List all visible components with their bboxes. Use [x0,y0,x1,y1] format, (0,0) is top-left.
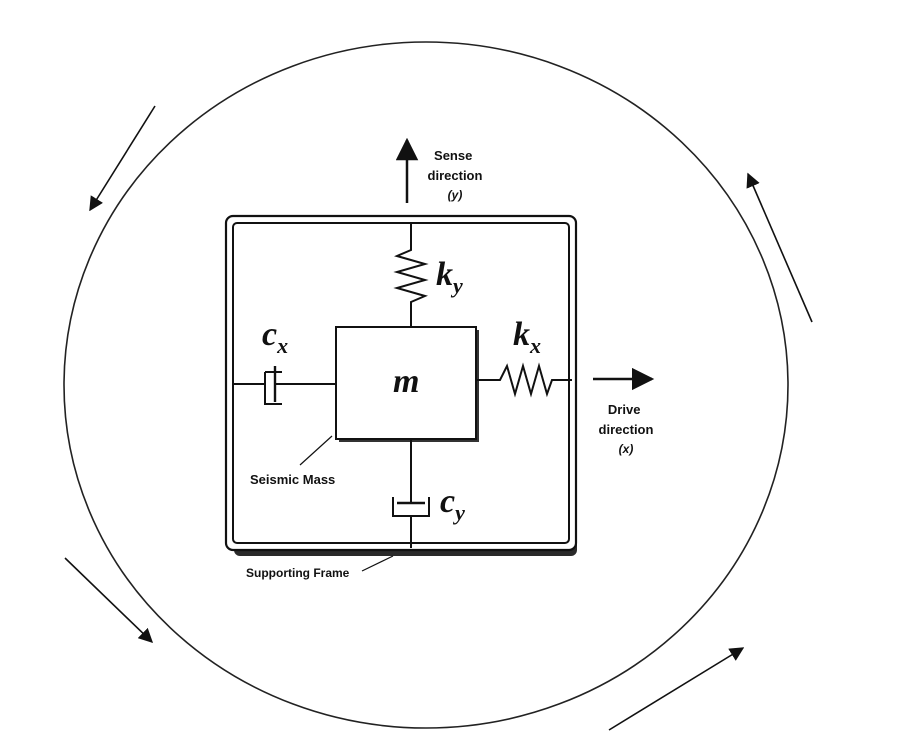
seismic-mass-label: Seismic Mass [250,472,335,487]
cx-label: cx [262,316,288,358]
seismic-mass-block [335,326,479,442]
drive-axis-label: (x) [619,442,634,456]
damper-cx [233,366,336,405]
sense-direction-label: Sense direction [428,148,483,183]
kx-label: kx [513,316,541,358]
ky-label: ky [436,256,463,298]
mass-symbol: m [393,363,419,400]
rotation-arrow-top-left [89,105,156,212]
drive-direction-label: Drive direction [599,402,654,437]
rotation-circle [63,41,789,729]
damper-cy [392,439,430,548]
spring-kx [476,362,572,398]
spring-ky [393,223,429,327]
supporting-frame-leader [361,555,394,572]
supporting-frame-label: Supporting Frame [246,566,350,580]
rotation-arrow-bottom-left [64,557,154,644]
seismic-mass-leader [299,435,333,466]
sense-axis-label: (y) [448,188,463,202]
rotation-arrow-bottom-right [608,647,745,731]
cy-label: cy [440,483,465,525]
rotation-arrow-top-right [746,172,813,323]
